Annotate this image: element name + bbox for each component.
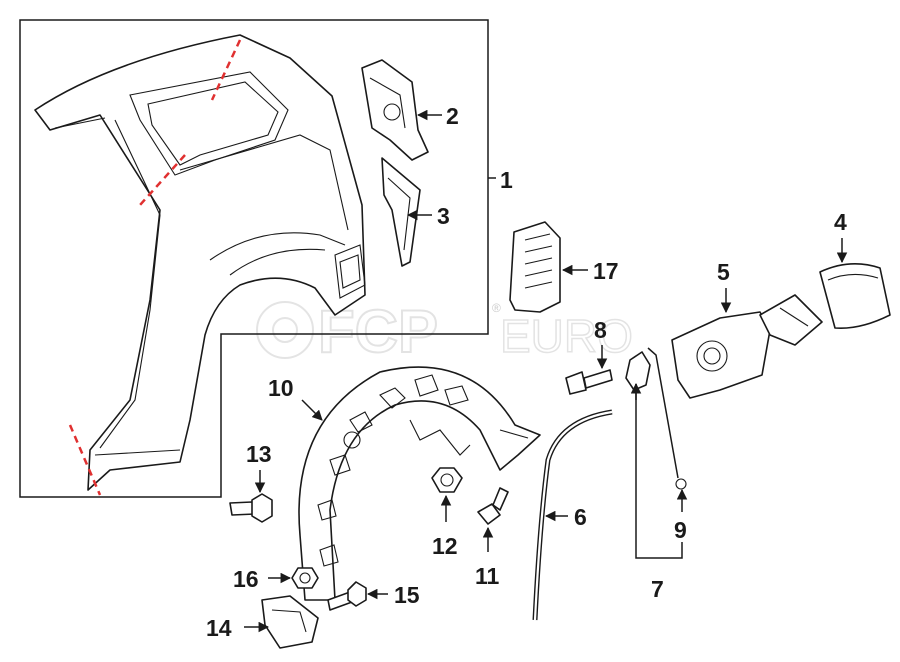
callout-16: 16 (233, 566, 259, 592)
reinforcement-bracket (361, 59, 429, 161)
callout-14: 14 (206, 615, 232, 641)
callout-17: 17 (593, 258, 619, 284)
watermark-brand-b: EURO (500, 310, 633, 362)
callout-4: 4 (834, 209, 847, 235)
callout-7: 7 (651, 576, 664, 602)
bolt-15 (327, 581, 367, 611)
quarter-panel-group-frame (19, 19, 489, 498)
door-actuator (625, 347, 687, 490)
leader-7 (635, 384, 683, 559)
callout-1: 1 (500, 167, 513, 193)
fuel-filler-housing (671, 294, 823, 399)
callout-8: 8 (594, 317, 607, 343)
nut-16 (291, 567, 319, 589)
quarter-panel (34, 34, 366, 491)
callout-5: 5 (717, 259, 730, 285)
leader-10 (301, 399, 323, 421)
callout-11: 11 (475, 563, 500, 589)
screw-11 (477, 487, 509, 525)
callout-12: 12 (432, 533, 458, 559)
pressure-vent (509, 221, 561, 313)
callout-3: 3 (437, 203, 450, 229)
watermark-logo: FCP EURO ® (256, 297, 634, 366)
watermark-registered: ® (492, 301, 501, 315)
callout-9: 9 (674, 517, 687, 543)
callout-15: 15 (394, 582, 420, 608)
clip-13 (229, 493, 273, 523)
callout-6: 6 (574, 504, 587, 530)
callout-10: 10 (268, 375, 294, 401)
cut-line-sill (68, 424, 102, 496)
bolt-8 (565, 369, 613, 395)
pillar-trim (381, 157, 421, 267)
nut-12 (431, 467, 463, 493)
bracket-14 (261, 595, 319, 649)
fuel-door (819, 263, 891, 330)
callout-13: 13 (246, 441, 272, 467)
wheel-well-liner (298, 366, 541, 601)
callout-2: 2 (446, 103, 459, 129)
